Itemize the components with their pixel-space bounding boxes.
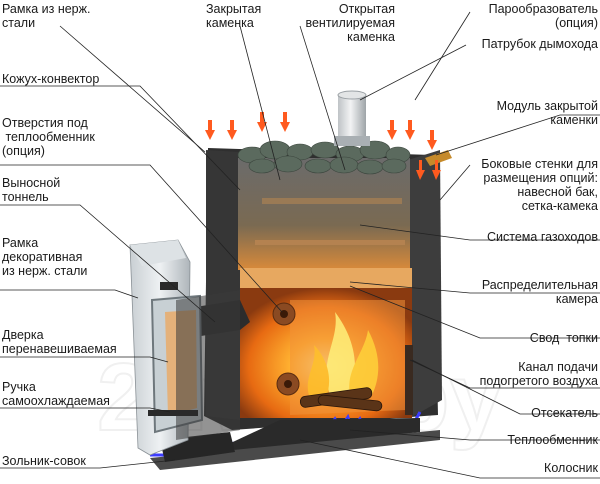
flames bbox=[307, 312, 379, 398]
leader-chimney bbox=[359, 44, 467, 101]
label-handle: Ручка самоохлаждаемая bbox=[2, 380, 110, 408]
label-gas-system: Система газоходов bbox=[487, 230, 598, 244]
heat-arrows bbox=[205, 112, 441, 180]
leader-holes bbox=[0, 164, 283, 313]
gas-duct-shelf bbox=[262, 198, 402, 204]
leader-grate bbox=[299, 439, 600, 479]
label-tunnel: Выносной тоннель bbox=[2, 176, 61, 204]
heat-exchanger-hole bbox=[284, 380, 292, 388]
label-open-heater: Открытая вентилируемая каменка bbox=[305, 2, 395, 44]
deco-frame-logo bbox=[160, 282, 178, 290]
side-panel-right bbox=[408, 150, 442, 418]
leader-gas bbox=[359, 224, 600, 241]
label-ash-pan: Зольник-совок bbox=[2, 454, 86, 468]
callout-leaders bbox=[0, 11, 600, 479]
air-channel bbox=[405, 345, 413, 415]
heat-exchanger-tube bbox=[329, 413, 366, 431]
leader-frame-steel bbox=[59, 25, 206, 153]
leader-open-heater bbox=[299, 25, 346, 171]
leader-door bbox=[0, 356, 169, 363]
firewood bbox=[299, 387, 383, 412]
label-side-walls: Боковые стенки для размещения опций: нав… bbox=[481, 157, 598, 213]
label-heat-exchanger-holes: Отверстия под теплообменник (опция) bbox=[2, 116, 95, 158]
steam-generator-bracket bbox=[425, 150, 452, 166]
gas-duct-shelf bbox=[255, 240, 405, 245]
leader-arch bbox=[349, 285, 600, 339]
leader-ash-pan bbox=[0, 459, 176, 469]
label-deco-frame: Рамка декоративная из нерж. стали bbox=[2, 236, 88, 278]
heater-stones bbox=[237, 140, 411, 175]
label-casing: Кожух-конвектор bbox=[2, 72, 100, 86]
label-door: Дверка перенавешиваемая bbox=[2, 328, 117, 356]
distribution-chamber bbox=[240, 268, 412, 290]
leader-heat-exch bbox=[349, 429, 600, 441]
label-frame-steel: Рамка из нерж. стали bbox=[2, 2, 91, 30]
leader-tunnel bbox=[0, 204, 216, 323]
label-module: Модуль закрытой каменки bbox=[496, 99, 598, 127]
leader-module bbox=[435, 114, 600, 156]
leader-distrib bbox=[349, 281, 600, 294]
label-chimney-pipe: Патрубок дымохода bbox=[481, 37, 598, 51]
label-closed-heater: Закрытая каменка bbox=[206, 2, 262, 30]
grate bbox=[220, 418, 420, 452]
label-heat-exchanger: Теплообменник bbox=[507, 433, 598, 447]
leader-side-walls bbox=[439, 164, 471, 201]
deco-frame-top bbox=[130, 240, 186, 266]
leader-casing bbox=[0, 85, 241, 191]
stove-base bbox=[150, 430, 440, 470]
label-air-channel: Канал подачи подогретого воздуха bbox=[479, 360, 598, 388]
leader-cutoff bbox=[411, 359, 600, 415]
chimney-collar bbox=[334, 136, 370, 146]
label-distribution-chamber: Распределительная камера bbox=[481, 278, 598, 306]
label-grate: Колосник bbox=[544, 461, 598, 475]
door-frame bbox=[176, 290, 240, 440]
label-firebox-arch: Свод топки bbox=[529, 331, 598, 345]
chimney-pipe bbox=[338, 95, 366, 140]
label-steam-generator: Парообразователь (опция) bbox=[488, 2, 598, 30]
chimney-pipe-top bbox=[337, 90, 367, 100]
leader-closed-heater bbox=[239, 25, 281, 181]
door-handle bbox=[148, 410, 198, 416]
leader-handle bbox=[0, 407, 171, 413]
label-cutoff: Отсекатель bbox=[531, 406, 598, 420]
leader-steam-gen bbox=[414, 11, 471, 101]
leader-deco-frame bbox=[0, 289, 139, 299]
upper-chamber bbox=[238, 158, 410, 270]
